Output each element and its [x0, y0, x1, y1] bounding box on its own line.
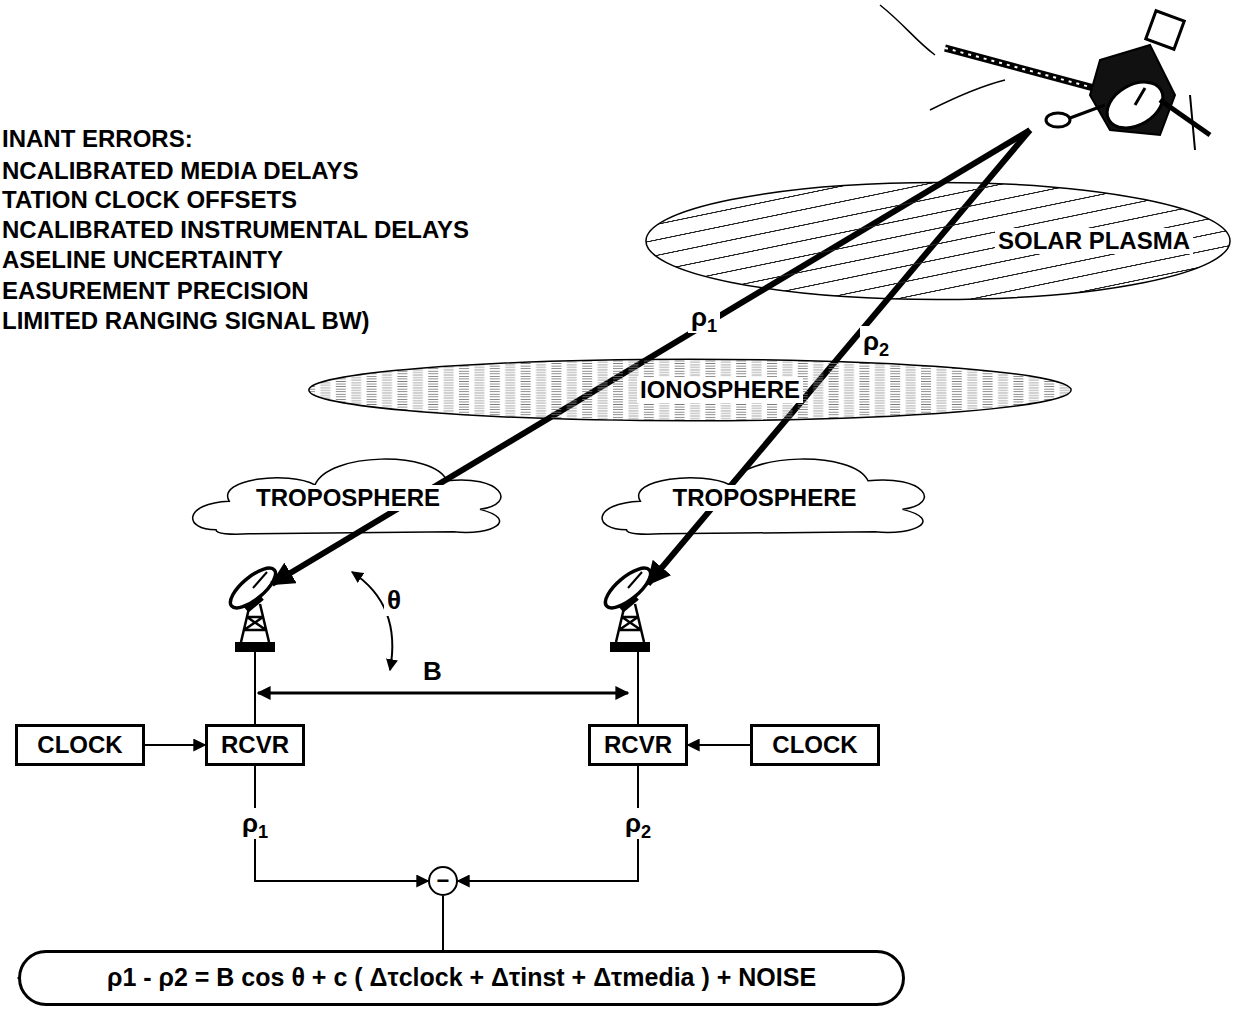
- node-text: CLOCK: [37, 732, 122, 758]
- equation-box: ρ1 - ρ2 = B cos θ + c ( Δτclock + Δτinst…: [18, 950, 905, 1006]
- difference-junction: −: [428, 866, 458, 896]
- antenna-feed: [253, 572, 267, 588]
- error-list-item: LIMITED RANGING SIGNAL BW): [2, 307, 370, 336]
- connector: [255, 766, 428, 881]
- antenna-feed: [628, 572, 642, 588]
- baseline-label: B: [420, 656, 445, 687]
- connector: [145, 744, 205, 746]
- antenna-rod: [1190, 95, 1195, 150]
- spacecraft: [880, 5, 1210, 150]
- connector: [688, 744, 750, 746]
- node-text: −: [437, 869, 450, 893]
- antenna-icon: [599, 562, 656, 652]
- node-text: ρ1 - ρ2 = B cos θ + c ( Δτclock + Δτinst…: [107, 964, 816, 992]
- wire-antenna: [880, 5, 935, 55]
- angle-label: θ: [384, 585, 404, 616]
- plasma-region: SOLAR PLASMA: [643, 180, 1233, 302]
- troposphere-cloud: TROPOSPHERE: [592, 440, 937, 542]
- antenna-base: [610, 642, 650, 652]
- strut: [1070, 105, 1105, 118]
- connector: [458, 766, 638, 881]
- high-gain-antenna: [1099, 73, 1171, 138]
- troposphere-cloud-shape: [602, 459, 924, 534]
- receiver-box: RCVR: [205, 724, 305, 766]
- node-text: CLOCK: [772, 732, 857, 758]
- feed-line: [637, 652, 639, 724]
- node-text: TROPOSPHERE: [669, 485, 859, 511]
- error-list-item: TATION CLOCK OFFSETS: [2, 186, 297, 215]
- wire-antenna: [930, 80, 1005, 110]
- baseline-arrow: [258, 692, 628, 695]
- node-text: RCVR: [604, 732, 672, 758]
- error-list-item: NCALIBRATED MEDIA DELAYS: [2, 157, 358, 186]
- path-label: ρ2: [860, 326, 892, 357]
- antenna-dish: [599, 562, 656, 615]
- edge-label: ρ1: [239, 808, 271, 839]
- rtg-boom: [1160, 100, 1210, 135]
- node-text: RCVR: [221, 732, 289, 758]
- ionosphere-band-shape: [309, 359, 1071, 420]
- node-text: IONOSPHERE: [637, 377, 803, 403]
- antenna-icon: [224, 562, 281, 652]
- feed-line: [254, 652, 256, 724]
- error-list-item: ASELINE UNCERTAINTY: [2, 246, 283, 275]
- feed: [1135, 88, 1145, 105]
- receiver-box: RCVR: [588, 724, 688, 766]
- error-list-item: INANT ERRORS:: [2, 125, 193, 154]
- small-antenna: [1046, 113, 1070, 127]
- antenna-pedestal: [616, 604, 644, 642]
- plasma-region-shape: [646, 182, 1230, 299]
- edge-label: ρ2: [622, 808, 654, 839]
- node-text: SOLAR PLASMA: [995, 228, 1193, 254]
- troposphere-cloud: TROPOSPHERE: [183, 440, 513, 542]
- clock-box: CLOCK: [750, 724, 880, 766]
- instrument: [1146, 11, 1184, 49]
- antenna-base: [235, 642, 275, 652]
- node-text: TROPOSPHERE: [253, 485, 443, 511]
- troposphere-cloud-shape: [193, 459, 501, 534]
- antenna-dish: [224, 562, 281, 615]
- clock-box: CLOCK: [15, 724, 145, 766]
- error-list-item: EASUREMENT PRECISION: [2, 277, 309, 306]
- antenna-pedestal: [241, 604, 269, 642]
- error-list-item: NCALIBRATED INSTRUMENTAL DELAYS: [2, 216, 469, 245]
- ionosphere-band: IONOSPHERE: [305, 358, 1075, 422]
- path-label: ρ1: [688, 302, 720, 333]
